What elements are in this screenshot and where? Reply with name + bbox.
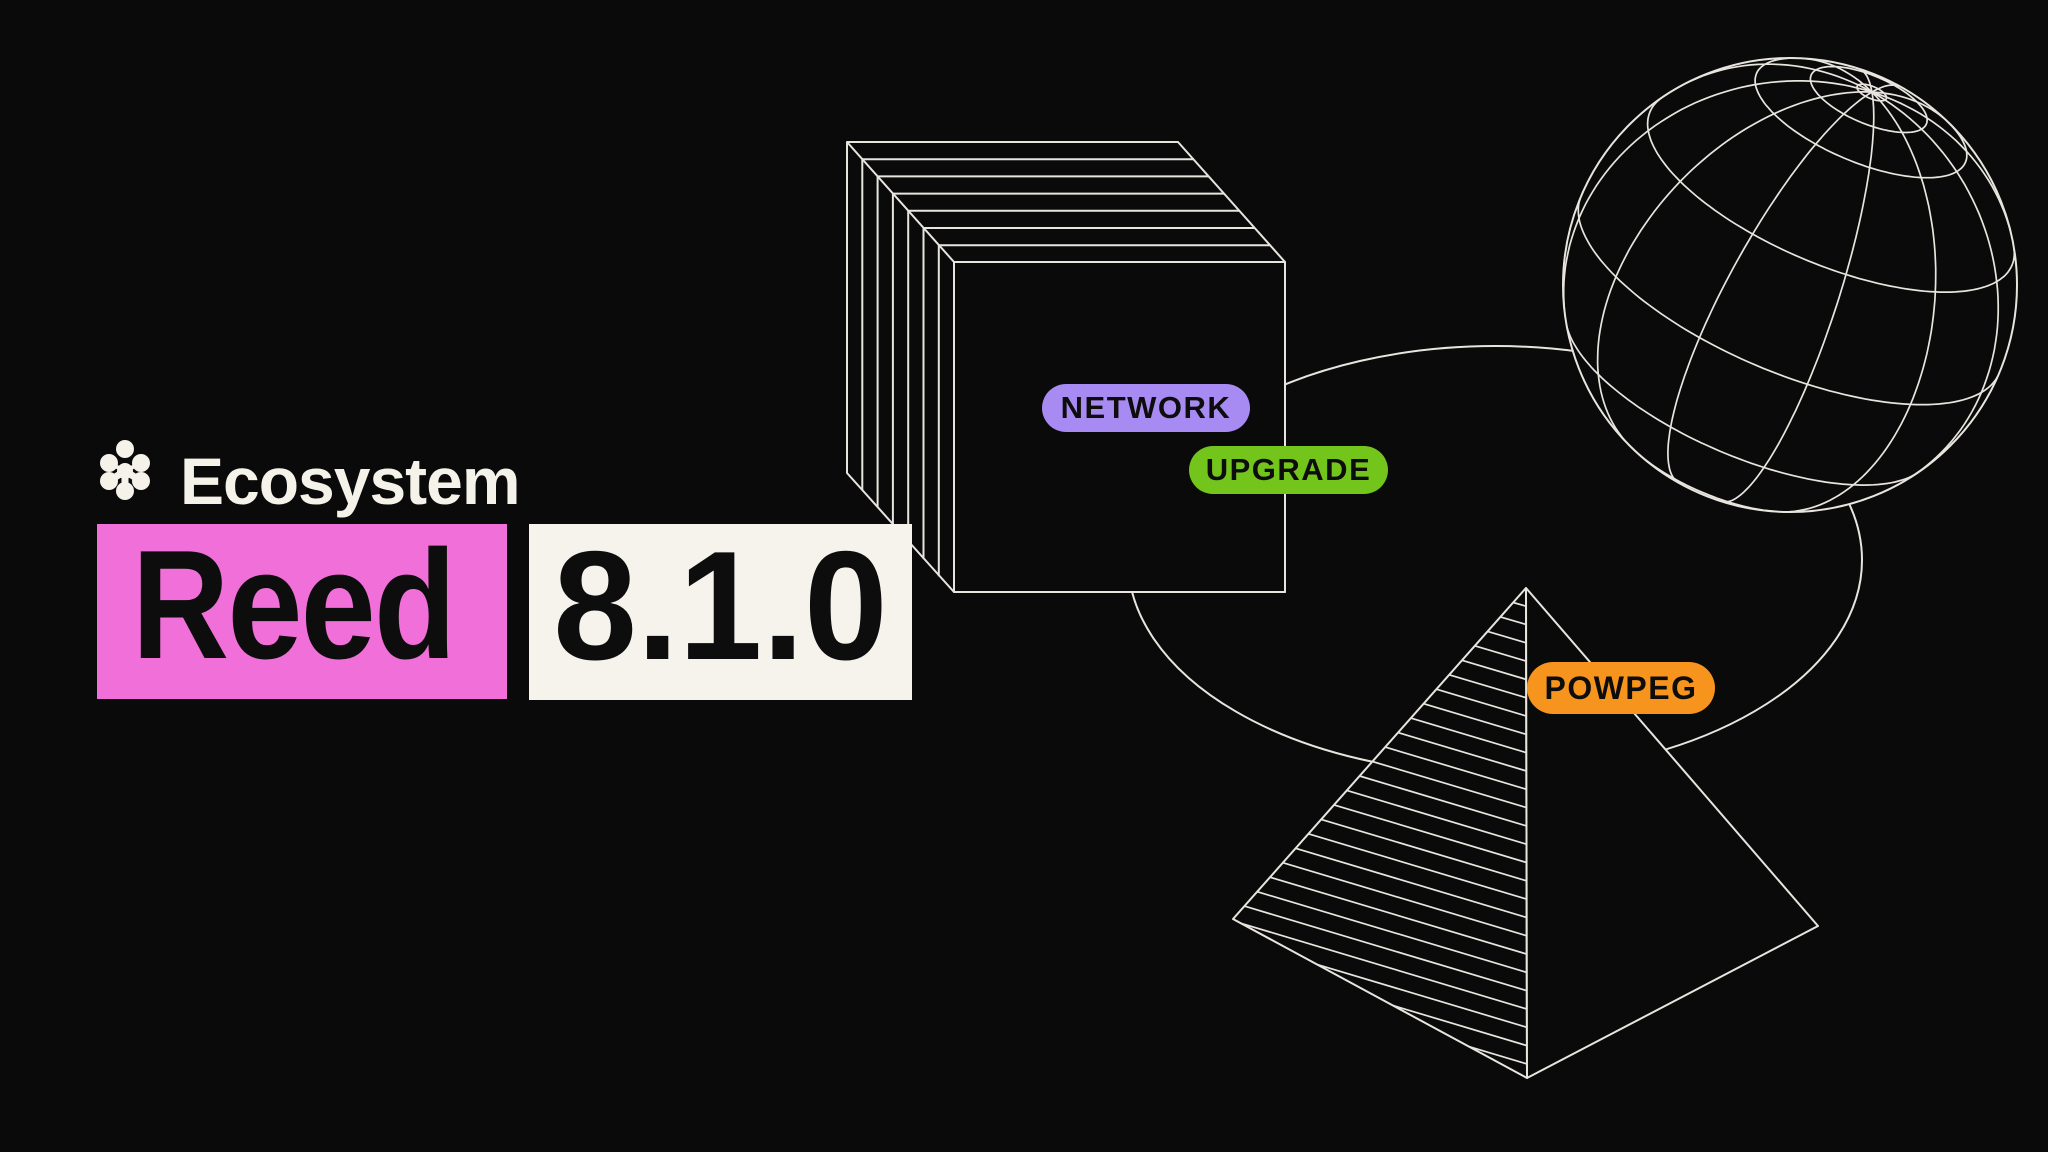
- brand-name: Ecosystem: [180, 444, 521, 518]
- brand-lockup: Ecosystem: [98, 438, 521, 518]
- wireframe-globe: [1562, 57, 2018, 513]
- hatched-pyramid: [1232, 587, 1819, 1079]
- badge-powpeg-label: POWPEG: [1544, 669, 1698, 706]
- badge-upgrade-label: UPGRADE: [1205, 452, 1372, 487]
- node-cluster-logo-icon: [100, 440, 150, 500]
- release-version: 8.1.0: [553, 524, 888, 692]
- badge-upgrade: UPGRADE: [1189, 446, 1388, 494]
- badge-network-label: NETWORK: [1060, 390, 1232, 425]
- badge-network: NETWORK: [1042, 384, 1250, 432]
- release-version-block: 8.1.0: [529, 524, 912, 700]
- badge-powpeg: POWPEG: [1527, 662, 1715, 714]
- release-name-block: Reed: [97, 524, 507, 699]
- sliced-cube: [846, 141, 1286, 593]
- release-name: Reed: [131, 524, 457, 691]
